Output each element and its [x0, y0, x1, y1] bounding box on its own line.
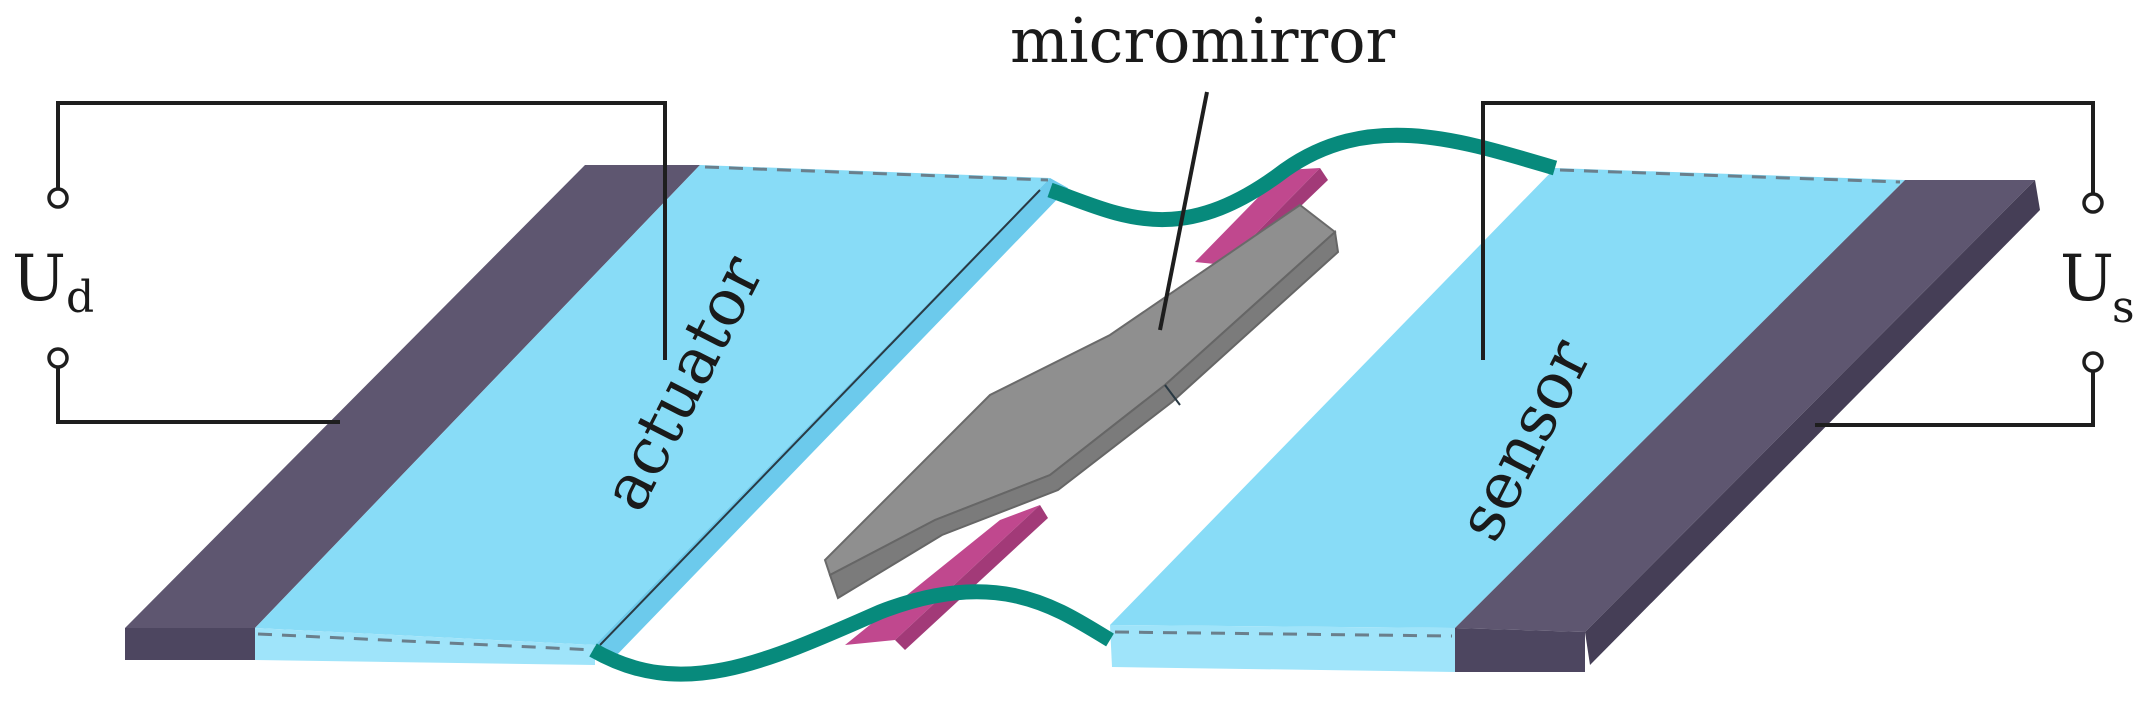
actuator-electrode — [125, 165, 700, 628]
us-voltage-label: U s — [2060, 242, 2135, 333]
torsion-bar-upper — [1195, 168, 1320, 265]
sensor-circuit — [1481, 101, 2104, 427]
actuator-wire-bottom — [56, 362, 340, 424]
lower-spring — [589, 584, 1114, 682]
actuator-circuit — [47, 101, 667, 424]
actuator-assembly — [125, 165, 1068, 665]
actuator-electrode-side — [125, 628, 255, 660]
upper-spring — [1047, 127, 1558, 228]
ud-terminal-top[interactable] — [47, 187, 69, 209]
sensor-electrode-side — [1585, 180, 2040, 665]
actuator-piezo-bevel — [595, 178, 1068, 660]
actuator-wire-top — [56, 101, 667, 360]
ud-voltage-label: U d — [12, 242, 94, 323]
springs — [589, 127, 1558, 682]
sensor-wire-bottom — [1815, 368, 2095, 427]
sensor-electrode-front — [1455, 628, 1585, 672]
sensor-assembly — [1110, 168, 2040, 672]
micromirror-side — [828, 230, 1340, 600]
micromirror-plate — [823, 203, 1340, 600]
ud-subscript: d — [66, 272, 94, 323]
torsion-bar-lower-edge — [895, 505, 1048, 650]
sensor-wire-top — [1481, 101, 2095, 360]
sensor-piezo-layer — [1110, 168, 1905, 628]
sensor-piezo-front — [1110, 625, 1455, 672]
us-terminal-bottom[interactable] — [2082, 351, 2104, 373]
actuator-piezo-layer — [255, 165, 1050, 645]
us-terminal-top[interactable] — [2082, 192, 2104, 214]
sensor-electrode — [1455, 180, 2035, 632]
us-subscript: s — [2112, 282, 2135, 333]
ud-symbol: U — [12, 242, 66, 316]
us-symbol: U — [2060, 242, 2114, 316]
micromirror-label: micromirror — [1010, 4, 1396, 77]
micromirror-leader-line — [1158, 91, 1209, 331]
ud-terminal-bottom[interactable] — [47, 347, 69, 369]
